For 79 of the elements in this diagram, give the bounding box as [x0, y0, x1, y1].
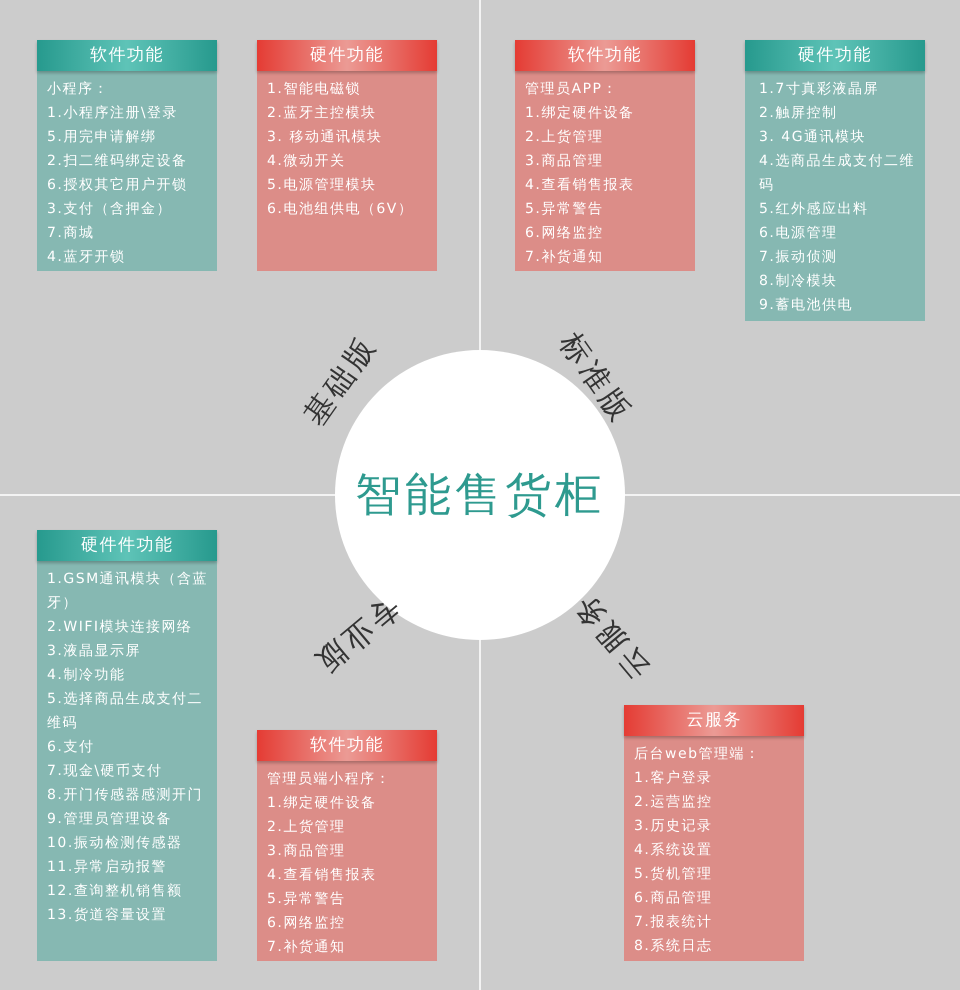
- list-item: 1.客户登录: [633, 769, 714, 788]
- list-item: 9.蓄电池供电: [758, 296, 854, 315]
- list-item: 4.选商品生成支付二维码: [758, 152, 916, 195]
- list-item: 5.红外感应出料: [758, 200, 870, 219]
- list-item: 5.异常警告: [266, 890, 346, 909]
- list-item: 6.支付: [46, 738, 96, 757]
- card-header: 软件功能: [257, 730, 437, 761]
- list-item: 1.绑定硬件设备: [266, 794, 378, 813]
- list-item: 7.商城: [46, 224, 96, 243]
- list-item: 3.商品管理: [266, 842, 346, 861]
- version-label: 云服务: [564, 584, 658, 688]
- list-item: 2.WIFI模块连接网络: [46, 618, 194, 637]
- list-item: 7.振动侦测: [758, 248, 838, 267]
- list-item: 1.智能电磁锁: [266, 80, 362, 99]
- card-header: 硬件功能: [257, 40, 437, 71]
- list-item: 4.查看销售报表: [266, 866, 378, 885]
- list-item: 10.振动检测传感器: [46, 834, 184, 853]
- list-item: 5.选择商品生成支付二维码: [46, 690, 204, 733]
- list-item: 4.微动开关: [266, 152, 346, 171]
- version-label: 标准版: [551, 326, 641, 432]
- list-item: 2.上货管理: [524, 128, 604, 147]
- card-header: 软件功能: [37, 40, 217, 71]
- list-item: 6.电池组供电（6V）: [266, 200, 414, 219]
- list-item: 9.管理员管理设备: [46, 810, 173, 829]
- list-item: 3.液晶显示屏: [46, 642, 142, 661]
- list-item: 1.7寸真彩液晶屏: [758, 80, 880, 99]
- list-item: 7.现金\硬币支付: [46, 762, 164, 781]
- list-item: 8.制冷模块: [758, 272, 838, 291]
- version-label: 基础版: [296, 328, 386, 434]
- feature-card: [257, 40, 437, 271]
- list-item: 1.绑定硬件设备: [524, 104, 636, 123]
- list-item: 6.网络监控: [524, 224, 604, 243]
- list-item: 2.运营监控: [633, 793, 714, 812]
- list-item: 管理员端小程序：: [266, 770, 392, 789]
- list-item: 3.支付（含押金）: [46, 200, 173, 219]
- feature-card: [37, 40, 217, 271]
- list-item: 8.开门传感器感测开门: [46, 786, 204, 805]
- card-header: 云服务: [624, 705, 804, 736]
- list-item: 7.报表统计: [633, 913, 714, 932]
- list-item: 5.电源管理模块: [266, 176, 378, 195]
- list-item: 4.查看销售报表: [524, 176, 636, 195]
- list-item: 5.货机管理: [633, 865, 714, 884]
- list-item: 2.触屏控制: [758, 104, 838, 123]
- list-item: 3. 移动通讯模块: [266, 128, 384, 147]
- list-item: 7.补货通知: [524, 248, 604, 267]
- feature-card: [257, 730, 437, 961]
- feature-card: [745, 40, 925, 321]
- card-header: 软件功能: [515, 40, 695, 71]
- list-item: 6.网络监控: [266, 914, 346, 933]
- list-item: 2.上货管理: [266, 818, 346, 837]
- list-item: 小程序：: [46, 80, 110, 99]
- feature-card: [515, 40, 695, 271]
- version-label: 专业版: [304, 588, 408, 684]
- list-item: 13.货道容量设置: [46, 906, 168, 925]
- feature-card: [624, 705, 804, 961]
- list-item: 后台web管理端：: [633, 745, 762, 764]
- list-item: 6.电源管理: [758, 224, 838, 243]
- list-item: 5.异常警告: [524, 200, 604, 219]
- list-item: 4.系统设置: [633, 841, 714, 860]
- list-item: 3. 4G通讯模块: [758, 128, 868, 147]
- list-item: 2.扫二维码绑定设备: [46, 152, 188, 171]
- list-item: 3.历史记录: [633, 817, 714, 836]
- list-item: 4.制冷功能: [46, 666, 126, 685]
- card-header: 硬件件功能: [37, 530, 217, 561]
- list-item: 管理员APP：: [524, 80, 619, 99]
- list-item: 2.蓝牙主控模块: [266, 104, 378, 123]
- list-item: 6.商品管理: [633, 889, 714, 908]
- list-item: 4.蓝牙开锁: [46, 248, 126, 267]
- list-item: 5.用完申请解绑: [46, 128, 158, 147]
- list-item: 12.查询整机销售额: [46, 882, 184, 901]
- list-item: 3.商品管理: [524, 152, 604, 171]
- list-item: 6.授权其它用户开锁: [46, 176, 188, 195]
- list-item: 1.小程序注册\登录: [46, 104, 180, 123]
- list-item: 11.异常启动报警: [46, 858, 168, 877]
- list-item: 1.GSM通讯模块（含蓝牙）: [46, 570, 210, 613]
- list-item: 8.系统日志: [633, 937, 714, 956]
- list-item: 7.补货通知: [266, 938, 346, 957]
- feature-card: [37, 530, 217, 961]
- card-header: 硬件功能: [745, 40, 925, 71]
